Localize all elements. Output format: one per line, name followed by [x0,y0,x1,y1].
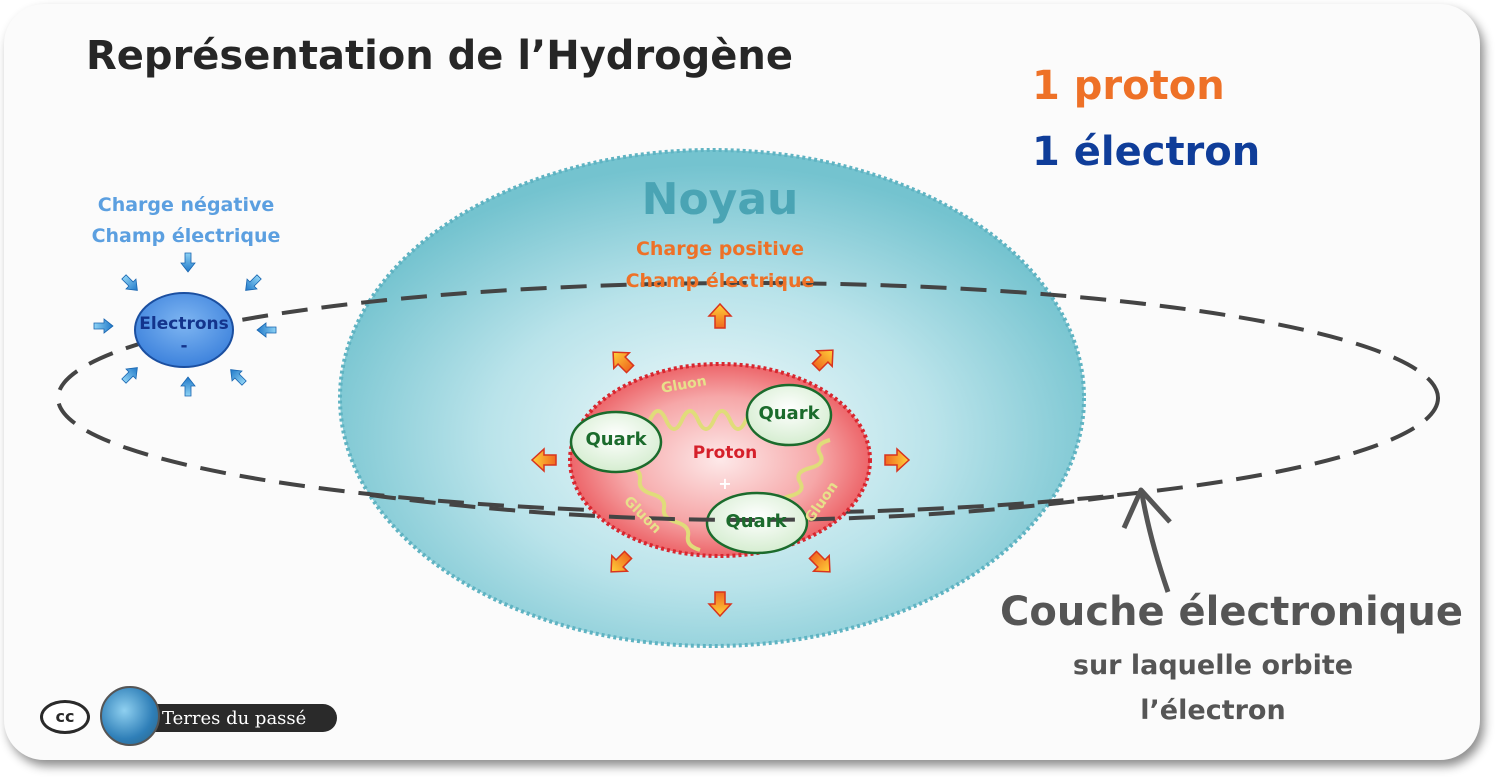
shell-caption-line-2: l’électron [1140,695,1286,726]
globe-icon [100,686,160,746]
brand-name: Terres du passé [162,708,307,729]
shell-caption-line-1: sur laquelle orbite [1072,650,1354,681]
gluon-spring [627,464,701,552]
brand-pill [152,704,337,732]
nucleus-field-label: Champ électrique [625,270,815,292]
page-title: Représentation de l’Hydrogène [86,33,794,79]
nucleus-label: Noyau [641,174,799,225]
quark-bubble [569,410,663,474]
electron-charge-label: Charge négative [97,194,275,216]
electron-cloud [134,292,234,368]
gluon-spring [776,438,831,512]
shell-pointer-arrow [1121,487,1172,593]
electron-shell-orbit [56,281,1440,515]
gluon-spring [648,409,764,431]
cc-license-icon: cc [40,700,90,734]
quark-bubble [745,383,833,447]
nucleus-charge-label: Charge positive [635,238,805,260]
quark-bubble [705,491,809,555]
shell-label: Couche électronique [1000,589,1463,635]
electron-label: Electrons [139,314,229,334]
quark-label: Quark [585,429,647,450]
proton-sign: + [718,474,732,493]
electron-sign: - [180,336,188,356]
quark-label: Quark [758,403,820,424]
branding-badge[interactable]: cc Terres du passé [40,686,338,748]
electron-field-label: Champ électrique [91,225,281,247]
quark-label: Quark [725,511,787,532]
electron-shell-orbit-front [369,493,1127,522]
electron-count: 1 électron [1032,129,1261,175]
proton-label: Proton [692,443,758,463]
proton-count: 1 proton [1032,63,1225,109]
